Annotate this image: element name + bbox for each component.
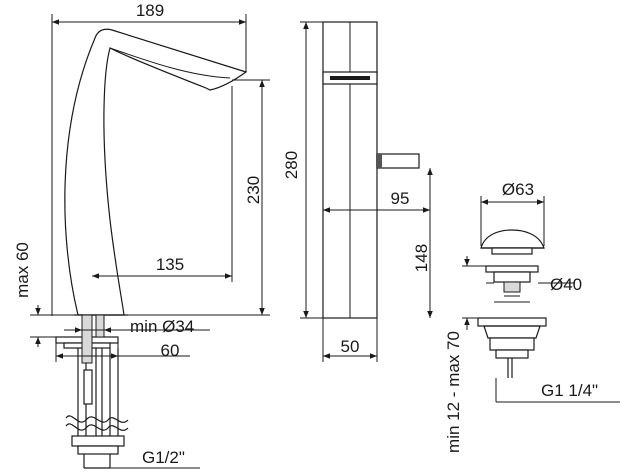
dim-230: 230 xyxy=(244,176,263,204)
break-line xyxy=(65,415,129,423)
faucet-body-outline xyxy=(64,28,248,316)
dim-50: 50 xyxy=(341,337,360,356)
waste-dimensions xyxy=(462,196,620,403)
dim-148: 148 xyxy=(412,244,431,272)
dim-95: 95 xyxy=(391,189,410,208)
dim-280: 280 xyxy=(282,151,301,179)
faucet-front-view xyxy=(322,21,420,319)
front-dimensions xyxy=(300,21,433,362)
faucet-dimensions xyxy=(30,14,270,469)
mounting-shank xyxy=(81,314,93,364)
dim-40: Ø40 xyxy=(550,275,582,294)
dim-g12: G1/2" xyxy=(142,448,185,467)
dim-63: Ø63 xyxy=(502,180,534,199)
waste-body xyxy=(477,317,547,327)
faucet-side-view xyxy=(55,28,248,469)
waste-cap xyxy=(480,229,545,249)
dim-g114: G1 1/4" xyxy=(541,381,598,400)
dim-60: 60 xyxy=(161,341,180,360)
dim-135: 135 xyxy=(156,255,184,274)
dim-max-60: max 60 xyxy=(13,242,32,298)
waste-stem xyxy=(503,281,521,293)
lever-handle xyxy=(376,153,420,169)
dim-189: 189 xyxy=(136,1,164,20)
pop-up-waste xyxy=(477,229,547,402)
dim-min-34: min Ø34 xyxy=(130,317,194,336)
faucet-spout-edge xyxy=(109,47,231,79)
dim-min12-max70: min 12 - max 70 xyxy=(444,331,463,453)
